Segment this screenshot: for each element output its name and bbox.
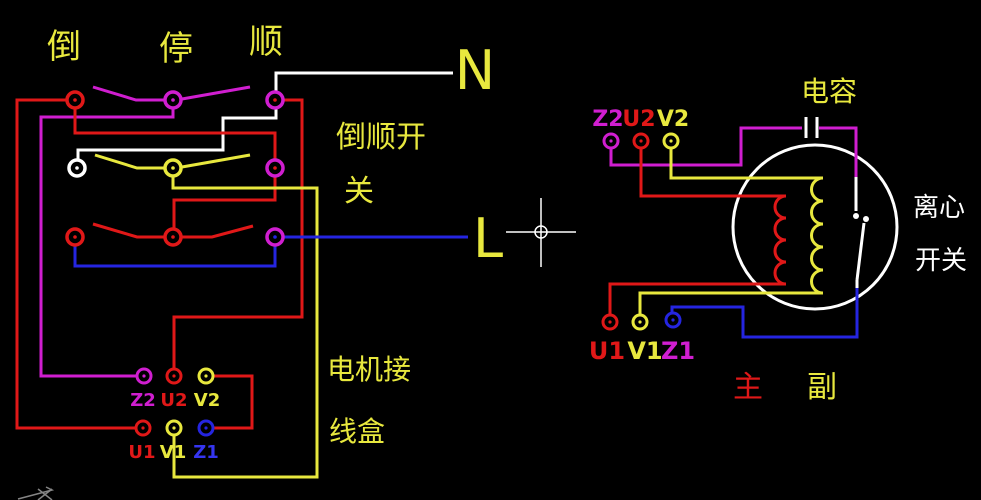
wire-live-jumper [73, 245, 277, 268]
neutral-label: N [455, 39, 495, 102]
terminal-dot [639, 139, 643, 143]
terminal-dot [638, 320, 642, 324]
switch-position-reverse-label: 倒 [47, 27, 81, 67]
motor-label-u2: U2 [622, 107, 655, 132]
box-label-v1: V1 [160, 442, 186, 463]
terminal-dot [172, 426, 176, 430]
ucs-icon [17, 486, 55, 500]
centrifugal-label-line1: 离心 [913, 193, 965, 223]
wire-neutral [76, 71, 453, 168]
terminal-dot [142, 374, 146, 378]
labels: 倒 停 顺 倒顺开 关 N L 电机接 线盒 Z2 U2 V2 U1 V1 Z1… [47, 22, 967, 463]
centrifugal-contact-a [853, 213, 859, 219]
motor-group [608, 117, 899, 339]
box-label-z1: Z1 [193, 442, 219, 463]
motor-label-z1: Z1 [661, 337, 695, 365]
wire-switch-to-u1 [15, 98, 136, 430]
aux-winding-label: 副 [807, 370, 837, 405]
centrifugal-label-line2: 开关 [915, 246, 967, 276]
switch-title-line1: 倒顺开 [336, 120, 426, 155]
switch-blade-row3-right [182, 224, 254, 239]
terminal-dot [671, 318, 675, 322]
terminal-dot [273, 98, 277, 102]
crosshair-cursor [506, 198, 576, 267]
capacitor-label: 电容 [801, 75, 857, 108]
switch-position-stop-label: 停 [159, 29, 193, 69]
switch-blades [92, 85, 254, 239]
centrifugal-blade [855, 222, 866, 281]
switch-blade-row3-left [92, 222, 164, 239]
switch-terminals [65, 90, 285, 247]
box-label-z2: Z2 [130, 390, 156, 411]
motor-label-v2: V2 [657, 107, 689, 132]
motor-body-circle [731, 143, 899, 311]
box-label-v2: V2 [194, 390, 220, 411]
wire-z2-to-capacitor [609, 126, 802, 167]
terminal-dot [273, 166, 277, 170]
terminal-dot [171, 98, 175, 102]
ucs-axis-arrow [17, 486, 55, 500]
main-winding-path [608, 149, 787, 314]
terminal-dot [73, 235, 77, 239]
wire-switch-to-u2 [172, 98, 304, 369]
terminal-dot [73, 98, 77, 102]
motor-label-v1: V1 [627, 337, 662, 365]
live-label: L [473, 207, 503, 270]
terminal-dot [171, 235, 175, 239]
terminal-dot [609, 139, 613, 143]
terminal-dot [75, 166, 79, 170]
terminal-box-title-line1: 电机接 [327, 353, 411, 386]
box-label-u2: U2 [160, 390, 187, 411]
switch-title-line2: 关 [344, 174, 374, 209]
wire-centrifugal-to-z1 [670, 288, 859, 339]
wire-switch-to-z2 [39, 100, 175, 378]
switch-blade-row2-right [181, 153, 251, 169]
terminal-dot [141, 426, 145, 430]
terminal-dot [669, 139, 673, 143]
terminal-dot [171, 166, 175, 170]
ucs-x-mark-2 [37, 488, 53, 500]
switch-blade-row1-right [181, 85, 251, 101]
terminal-dot [204, 374, 208, 378]
terminal-box-terminals [134, 367, 215, 437]
terminal-dot [608, 320, 612, 324]
motor-label-u1: U1 [589, 337, 625, 365]
terminal-dot [204, 426, 208, 430]
box-label-u1: U1 [128, 442, 155, 463]
terminal-dot [172, 374, 176, 378]
left-wiring [15, 71, 468, 479]
aux-winding-path [638, 149, 824, 314]
motor-terminals [601, 132, 682, 331]
crosshair-snap-circle [534, 225, 548, 239]
switch-blade-row1-left [92, 85, 164, 102]
terminal-dot [273, 235, 277, 239]
wire-capacitor-to-centrifugal [819, 126, 858, 177]
motor-label-z2: Z2 [592, 107, 623, 132]
main-winding-label: 主 [733, 370, 763, 405]
switch-position-forward-label: 顺 [249, 22, 283, 62]
wire-switch-to-v1 [171, 176, 319, 479]
jumper-v2-z1 [213, 374, 254, 430]
centrifugal-contact-b [863, 216, 869, 222]
terminal-box-title-line2: 线盒 [329, 415, 385, 448]
switch-blade-row2-left [94, 153, 164, 170]
